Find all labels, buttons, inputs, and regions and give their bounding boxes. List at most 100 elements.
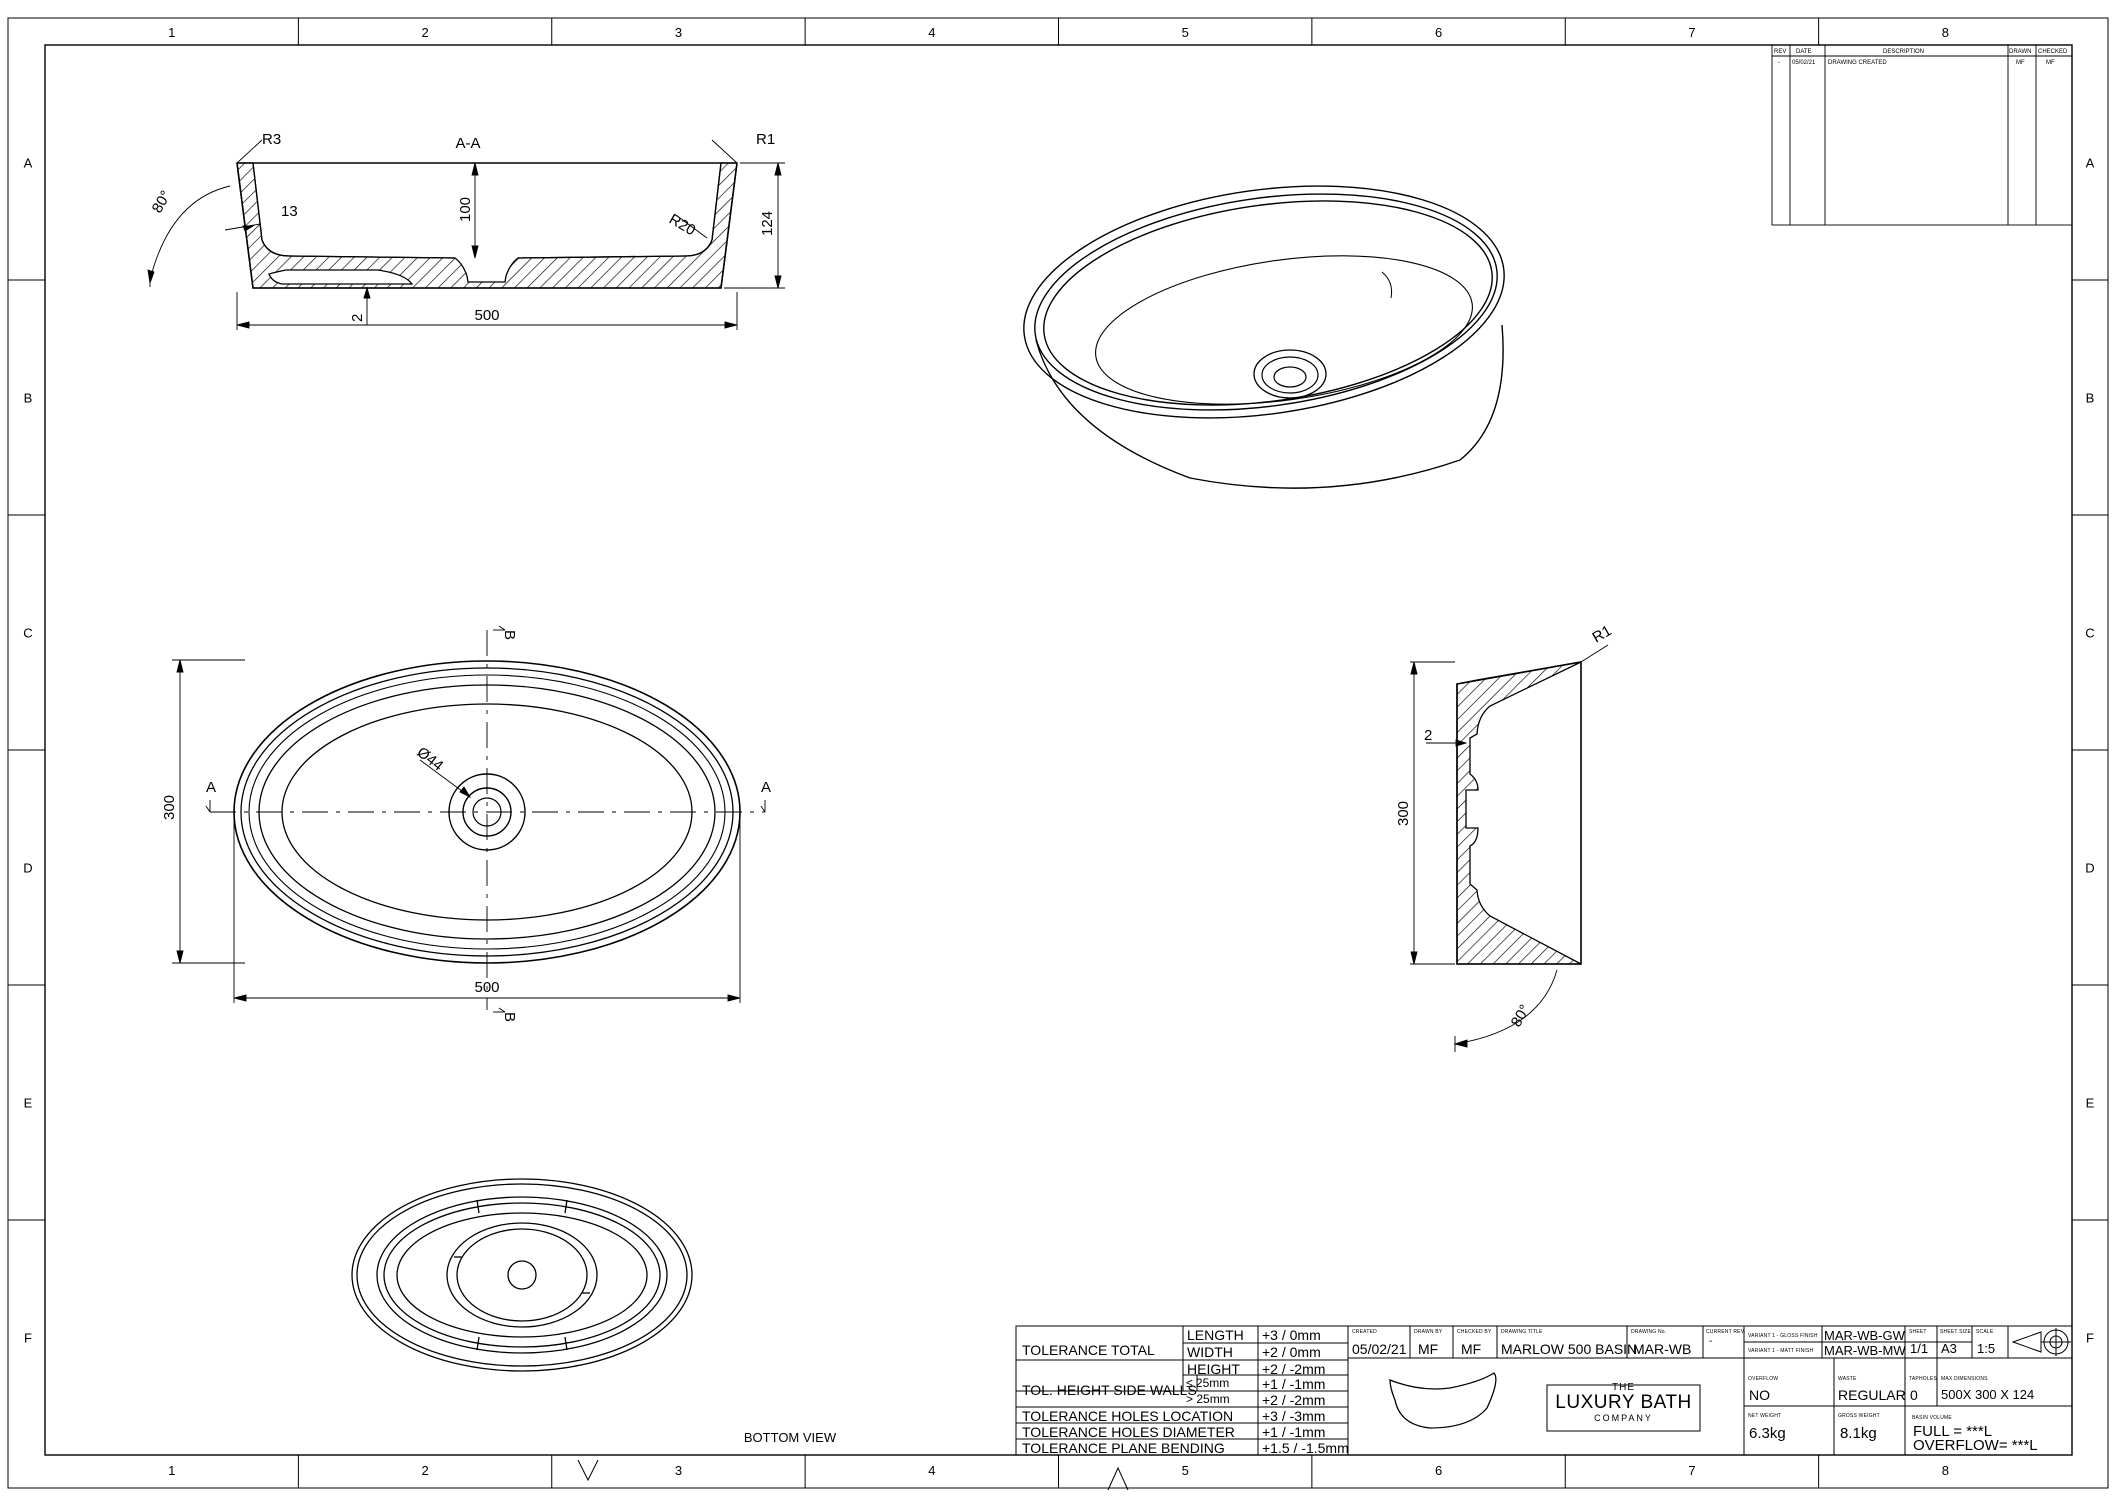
date-header: DATE	[1796, 49, 1812, 55]
height-value: +2 / -2mm	[1262, 1361, 1326, 1377]
title-label: DRAWING TITLE	[1501, 1329, 1543, 1335]
dim-hole: Ø44	[414, 744, 447, 775]
plan-view	[172, 625, 766, 1013]
logo-company: COMPANY	[1594, 1413, 1653, 1423]
current-rev-value: -	[1709, 1336, 1713, 1347]
sheet-size-value: A3	[1941, 1341, 1957, 1356]
dim-r1: R1	[756, 131, 775, 148]
drawn-by-value: MF	[1418, 1341, 1439, 1357]
dim-length: 500	[474, 307, 499, 324]
logo-the: THE	[1612, 1382, 1635, 1393]
zone-col-bottom-3: 3	[675, 1463, 682, 1478]
zone-row-right-A: A	[2086, 156, 2095, 171]
zone-col-bottom-7: 7	[1688, 1463, 1695, 1478]
dim-depth: 100	[457, 197, 474, 222]
gross-weight-value: 8.1kg	[1840, 1425, 1877, 1442]
zone-row-right-B: B	[2086, 391, 2095, 406]
section-label-b-top: B	[501, 630, 518, 640]
le-25mm-value: +1 / -1mm	[1262, 1376, 1326, 1392]
zone-col-top-2: 2	[421, 25, 428, 40]
tolerance-total-label: TOLERANCE TOTAL	[1022, 1342, 1155, 1358]
zone-col-top-1: 1	[168, 25, 175, 40]
holes-diameter-label: TOLERANCE HOLES DIAMETER	[1022, 1424, 1235, 1440]
width-label: WIDTH	[1187, 1344, 1233, 1360]
isometric-view	[1023, 185, 1505, 489]
sheet-value: 1/1	[1910, 1341, 1929, 1356]
zone-row-left-E: E	[24, 1096, 33, 1111]
zone-col-top-8: 8	[1942, 25, 1949, 40]
zone-col-bottom-2: 2	[421, 1463, 428, 1478]
section-title: A-A	[455, 135, 480, 152]
zone-col-bottom-8: 8	[1942, 1463, 1949, 1478]
dim-r1-side: R1	[1590, 622, 1615, 646]
checked-by-value: MF	[1461, 1341, 1482, 1357]
revision-table	[1771, 44, 2073, 226]
zone-col-bottom-5: 5	[1182, 1463, 1189, 1478]
drawing-title: MARLOW 500 BASIN	[1501, 1341, 1638, 1357]
revision-table-text: REV DATE DESCRIPTION DRAWN CHECKED - 05/…	[1774, 49, 2068, 66]
variant1-value: MAR-WB-GW	[1824, 1328, 1905, 1343]
length-label: LENGTH	[1187, 1327, 1244, 1343]
date-value: 05/02/21	[1792, 60, 1816, 66]
height-label: HEIGHT	[1187, 1361, 1240, 1377]
description-value: DRAWING CREATED	[1828, 60, 1887, 66]
zone-row-left-F: F	[24, 1331, 32, 1346]
drawing-no-label: DRAWING No.	[1631, 1329, 1667, 1335]
holes-location-label: TOLERANCE HOLES LOCATION	[1022, 1408, 1234, 1424]
zone-col-top-7: 7	[1688, 25, 1695, 40]
plane-bending-label: TOLERANCE PLANE BENDING	[1022, 1440, 1225, 1456]
max-dimensions-value: 500X 300 X 124	[1941, 1387, 2035, 1402]
drawing-no-value: MAR-WB	[1633, 1341, 1692, 1357]
dim-width-side: 300	[1395, 801, 1412, 826]
current-rev-label: CURRENT REV.	[1706, 1329, 1746, 1335]
gt-25mm-value: +2 / -2mm	[1262, 1392, 1326, 1408]
bottom-view	[351, 1178, 693, 1372]
dim-base: 2	[349, 314, 366, 322]
side-section-view	[1410, 644, 1609, 1052]
company-logo: THE LUXURY BATH COMPANY	[1547, 1382, 1700, 1432]
title-block-frame	[1015, 1325, 2073, 1456]
drawn-header: DRAWN	[2009, 49, 2031, 55]
checked-value: MF	[2046, 60, 2055, 66]
variant1-label: VARIANT 1 - GLOSS FINISH	[1748, 1333, 1818, 1339]
description-header: DESCRIPTION	[1883, 49, 1924, 55]
dim-r20: R20	[666, 211, 698, 239]
sheet-size-label: SHEET SIZE	[1940, 1329, 1972, 1335]
zone-row-left-A: A	[24, 156, 33, 171]
gross-weight-label: GROSS WEIGHT	[1838, 1413, 1880, 1419]
overflow-label: OVERFLOW	[1748, 1376, 1779, 1382]
holes-location-value: +3 / -3mm	[1262, 1408, 1326, 1424]
zone-row-left-D: D	[23, 861, 32, 876]
section-label-a-left: A	[206, 779, 216, 796]
tapholes-value: 0	[1910, 1387, 1918, 1403]
centering-marks	[577, 1459, 1129, 1491]
overflow-value: NO	[1749, 1387, 1770, 1403]
side-walls-label: TOL. HEIGHT SIDE WALLS	[1022, 1382, 1197, 1398]
zone-col-top-6: 6	[1435, 25, 1442, 40]
zone-col-bottom-6: 6	[1435, 1463, 1442, 1478]
scale-label: SCALE	[1976, 1329, 1994, 1335]
zone-col-bottom-4: 4	[928, 1463, 935, 1478]
volume-overflow: OVERFLOW= ***L	[1913, 1437, 2038, 1454]
zone-row-right-C: C	[2085, 626, 2094, 641]
section-a-a-labels: A-A R3 R1 80° 13 100 R20 124 2 500	[149, 131, 776, 324]
dim-base-side: 2	[1424, 727, 1432, 744]
drawn-by-label: DRAWN BY	[1414, 1329, 1443, 1335]
waste-value: REGULAR	[1838, 1387, 1906, 1403]
rev-value: -	[1778, 60, 1780, 66]
section-view-a-a	[147, 139, 785, 330]
zone-col-bottom-1: 1	[168, 1463, 175, 1478]
zone-row-right-F: F	[2086, 1331, 2094, 1346]
plane-bending-value: +1.5 / -1.5mm	[1262, 1440, 1349, 1456]
max-dimensions-label: MAX DIMENSIONS	[1941, 1376, 1988, 1382]
sheet-label: SHEET	[1909, 1329, 1927, 1335]
dim-width: 300	[161, 795, 178, 820]
checked-by-label: CHECKED BY	[1457, 1329, 1492, 1335]
variant2-value: MAR-WB-MW	[1824, 1343, 1906, 1358]
waste-label: WASTE	[1838, 1376, 1857, 1382]
zone-row-left-B: B	[24, 391, 33, 406]
dim-height: 124	[759, 211, 776, 236]
border-frame	[7, 17, 2109, 1489]
zone-row-right-E: E	[2086, 1096, 2095, 1111]
